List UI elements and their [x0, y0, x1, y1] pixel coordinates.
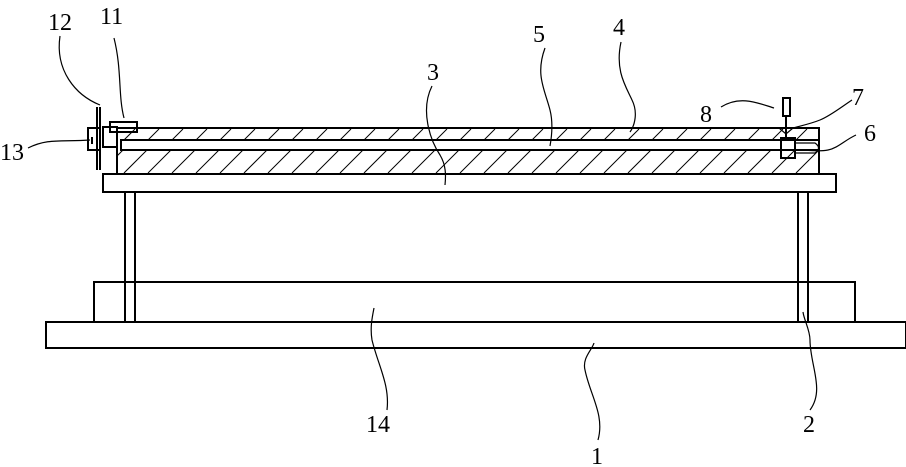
hatch-line	[604, 129, 615, 140]
hatch-line	[340, 150, 363, 173]
label-5: 5	[533, 22, 545, 48]
hatch-line	[244, 150, 267, 173]
hatch-line	[316, 129, 327, 140]
label-12: 12	[48, 10, 72, 36]
hatch-line	[244, 129, 255, 140]
base-block	[94, 282, 855, 322]
base-plate	[46, 322, 906, 348]
hatch-line	[580, 129, 591, 140]
top-plate	[103, 174, 836, 192]
label-14: 14	[366, 412, 390, 438]
hatch-line	[700, 150, 723, 173]
hatch-line	[628, 129, 639, 140]
hatch-upper	[100, 129, 831, 140]
hatch-line	[724, 129, 735, 140]
hatch-line	[196, 129, 207, 140]
slider-rod	[795, 143, 819, 153]
hatch-line	[172, 129, 183, 140]
hatch-line	[292, 129, 303, 140]
hatch-line	[100, 150, 123, 173]
hatch-line	[580, 150, 603, 173]
hatch-line	[748, 129, 759, 140]
hatch-line	[652, 129, 663, 140]
hatch-line	[412, 129, 423, 140]
hatch-line	[196, 150, 219, 173]
label-7: 7	[852, 85, 864, 111]
hatch-line	[820, 129, 831, 140]
hatch-line	[484, 150, 507, 173]
support-leg-right	[798, 192, 808, 322]
hatch-line	[556, 150, 579, 173]
hatch-line	[796, 129, 807, 140]
hatch-line	[508, 129, 519, 140]
hatch-line	[508, 150, 531, 173]
hatch-line	[340, 129, 351, 140]
hatch-line	[700, 129, 711, 140]
fan-hub	[88, 128, 100, 150]
label-3: 3	[427, 60, 439, 86]
hatch-line	[124, 129, 135, 140]
hatch-line	[604, 150, 627, 173]
hatch-line	[532, 129, 543, 140]
hatch-line	[532, 150, 555, 173]
label-11: 11	[100, 4, 123, 30]
hatch-line	[820, 150, 843, 173]
hatch-line	[652, 150, 675, 173]
hatch-line	[460, 150, 483, 173]
hatch-line	[748, 150, 771, 173]
hatch-line	[220, 150, 243, 173]
hatch-line	[268, 150, 291, 173]
hatch-line	[316, 150, 339, 173]
hatch-line	[676, 150, 699, 173]
support-leg-left	[125, 192, 135, 322]
hatch-line	[436, 129, 447, 140]
hatch-line	[364, 150, 387, 173]
label-13: 13	[0, 140, 24, 166]
hatch-line	[148, 129, 159, 140]
hatch-line	[292, 150, 315, 173]
hatch-line	[772, 150, 795, 173]
handle-grip	[783, 98, 790, 116]
hatch-line	[148, 150, 171, 173]
hatch-lower	[100, 150, 843, 173]
hatch-line	[412, 150, 435, 173]
hatch-line	[388, 150, 411, 173]
label-8: 8	[700, 102, 712, 128]
label-4: 4	[613, 15, 625, 41]
hatch-line	[124, 150, 147, 173]
hatch-line	[364, 129, 375, 140]
hatch-line	[484, 129, 495, 140]
hatch-line	[724, 150, 747, 173]
hatch-line	[388, 129, 399, 140]
hatch-line	[220, 129, 231, 140]
hatch-line	[268, 129, 279, 140]
hatch-line	[172, 150, 195, 173]
hatch-line	[628, 150, 651, 173]
slide-channel	[121, 140, 819, 150]
hatch-line	[556, 129, 567, 140]
hatch-line	[676, 129, 687, 140]
label-1: 1	[591, 444, 603, 467]
leader-lines	[28, 36, 856, 440]
label-6: 6	[864, 121, 876, 147]
label-2: 2	[803, 412, 815, 438]
hatch-line	[460, 129, 471, 140]
